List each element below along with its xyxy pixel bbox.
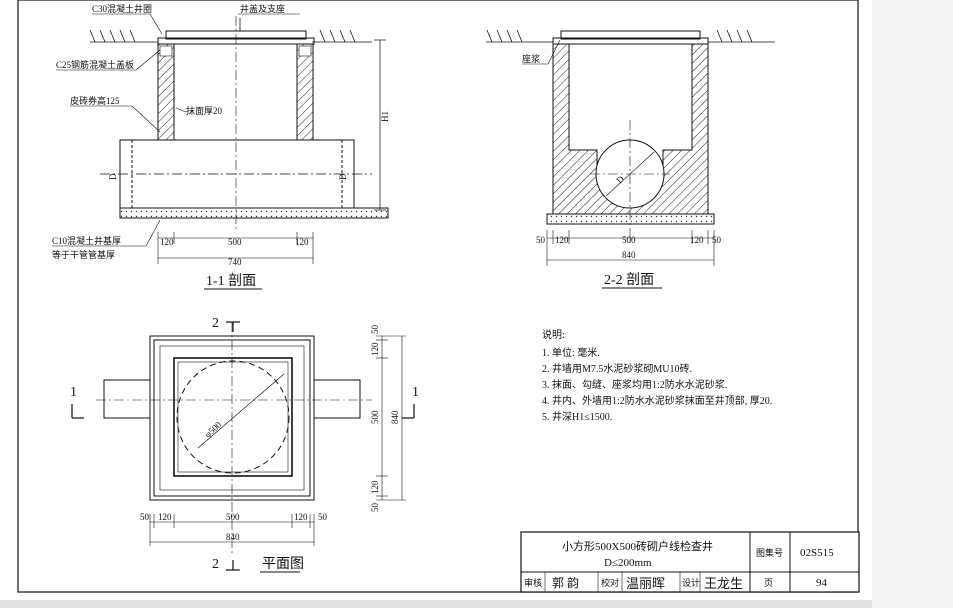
- dim-1-1-wall-left: 120: [160, 237, 174, 247]
- sheet-border: [17, 0, 859, 593]
- section-2-2: D 座浆 50 120: [486, 29, 775, 289]
- title-block-design-sig: 王龙生: [704, 576, 743, 591]
- plan-dim-bottom-a: 50: [140, 512, 150, 522]
- plan-dim-side-b: 120: [370, 342, 380, 356]
- dim-2-2-wall-left: 120: [555, 235, 569, 245]
- callout-base-note: 等于干管管基厚: [52, 249, 115, 260]
- section-1-1: H1 D D C30混凝土井圈 井盖及支座 C25钢筋混凝土盖板 皮砖券高125…: [52, 3, 390, 290]
- notes: 说明: 1. 单位: 毫米. 2. 井墙用M7.5水泥砂浆砌MU10砖. 3. …: [542, 328, 772, 423]
- plan-circle-label: φ500: [203, 419, 224, 439]
- dim-2-2-off-left: 50: [536, 235, 546, 245]
- dim-1-1-inner: 500: [228, 237, 242, 247]
- dim-2-2-inner: 500: [622, 235, 636, 245]
- plan-dim-bottom-e: 50: [318, 512, 328, 522]
- plan-dim-bottom-total: 840: [226, 532, 240, 542]
- title-block-page-label: 页: [764, 578, 773, 588]
- plan-dim-side-a: 50: [370, 325, 380, 335]
- pipe-label-right: D: [338, 173, 348, 180]
- plan-view: φ500 2 2 1 1: [70, 316, 419, 573]
- plan-dim-bottom-b: 120: [158, 512, 172, 522]
- horizontal-scrollbar[interactable]: [0, 600, 872, 608]
- plan-dim-side-c: 500: [370, 410, 380, 424]
- section-1-1-title: 1-1 剖面: [206, 273, 256, 289]
- callout-c25-slab: C25钢筋混凝土盖板: [56, 59, 134, 70]
- callout-base: C10混凝土井基厚: [52, 235, 121, 246]
- plan-dim-side-d: 120: [370, 480, 380, 494]
- note-item-4: 4. 井内、外墙用1:2防水水泥砂浆抹面至井顶部, 厚20.: [542, 394, 772, 407]
- callout-brick-course: 皮砖券高125: [70, 95, 120, 106]
- plan-marker-right: 1: [412, 385, 419, 400]
- title-block-review-label: 审核: [524, 577, 542, 588]
- pipe-label-left: D: [108, 173, 118, 180]
- title-block-design-label: 设计: [682, 577, 700, 588]
- dim-2-2-off-right: 50: [712, 235, 722, 245]
- plan-dim-side-total: 840: [390, 410, 400, 424]
- note-item-2: 2. 井墙用M7.5水泥砂浆砌MU10砖.: [542, 362, 692, 375]
- notes-heading: 说明:: [542, 328, 565, 341]
- section-2-2-title: 2-2 剖面: [604, 272, 654, 288]
- plan-dim-side-e: 50: [370, 503, 380, 513]
- dim-1-1-wall-right: 120: [295, 237, 309, 247]
- drawing-sheet: H1 D D C30混凝土井圈 井盖及支座 C25钢筋混凝土盖板 皮砖券高125…: [0, 0, 872, 600]
- callout-lid: 井盖及支座: [240, 3, 285, 14]
- dim-1-1-total: 740: [228, 257, 242, 267]
- callout-c30-cover: C30混凝土井圈: [92, 3, 152, 14]
- ground-hatch-left: [89, 29, 372, 43]
- plan-title: 平面图: [262, 557, 304, 572]
- title-block-check-sig: 温丽晖: [626, 576, 665, 591]
- plan-marker-bottom: 2: [212, 557, 219, 572]
- plan-marker-top: 2: [212, 316, 219, 331]
- note-item-3: 3. 抹面、勾缝、座浆均用1:2防水水泥砂浆.: [542, 378, 727, 391]
- note-item-1: 1. 单位: 毫米.: [542, 346, 600, 359]
- dim-2-2-total: 840: [622, 250, 636, 260]
- plan-dim-bottom-c: 500: [226, 512, 240, 522]
- callout-plaster: 抹面厚20: [186, 105, 223, 116]
- note-item-5: 5. 井深H1≤1500.: [542, 410, 612, 423]
- title-block-review-sig: 郭 韵: [552, 575, 579, 590]
- title-block-atlas-no: 02S515: [800, 547, 834, 559]
- title-block-name-1: 小方形500X500砖砌户线检查井: [562, 539, 713, 553]
- title-block-atlas-label: 图集号: [756, 547, 783, 558]
- plan-marker-left: 1: [70, 385, 77, 400]
- dim-2-2-wall-right: 120: [690, 235, 704, 245]
- drawing-canvas: H1 D D C30混凝土井圈 井盖及支座 C25钢筋混凝土盖板 皮砖券高125…: [17, 0, 860, 593]
- viewer-right-gutter[interactable]: [872, 0, 953, 608]
- title-block-name-2: D≤200mm: [604, 557, 652, 569]
- title-block: 小方形500X500砖砌户线检查井 D≤200mm 图集号 02S515 页 9…: [520, 531, 860, 593]
- title-block-page-no: 94: [816, 577, 828, 589]
- title-block-check-label: 校对: [601, 577, 619, 588]
- depth-label: H1: [380, 111, 390, 122]
- callout-mortar-seat: 座浆: [522, 53, 540, 64]
- plan-dim-bottom-d: 120: [294, 512, 308, 522]
